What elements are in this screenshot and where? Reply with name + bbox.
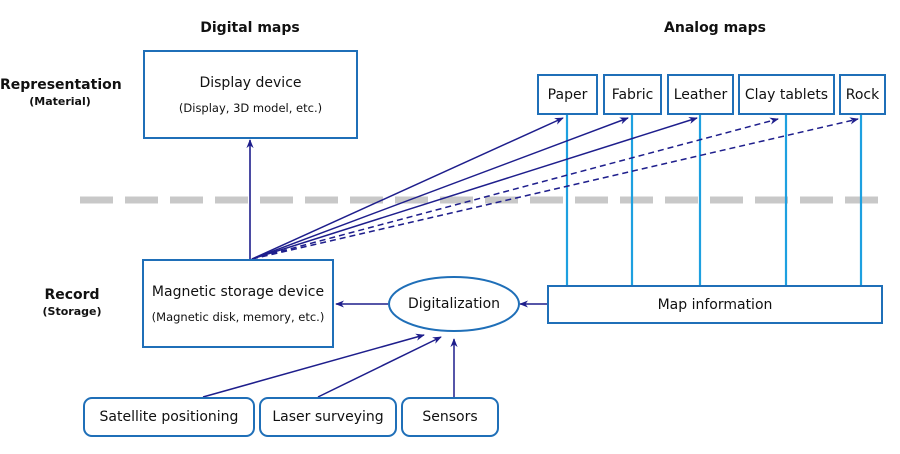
material-fabric-box: Fabric [603, 74, 662, 115]
sensors-box: Sensors [401, 397, 499, 437]
magnetic-storage-box: Magnetic storage device (Magnetic disk, … [142, 259, 334, 348]
representation-row-label: Representation (Material) [0, 77, 122, 108]
magnetic-storage-title: Magnetic storage device [151, 283, 325, 300]
laser-surveying-box: Laser surveying [259, 397, 397, 437]
digital-maps-heading: Digital maps [200, 20, 300, 36]
storage-to-fabric-arrow [251, 117, 629, 260]
analog-maps-heading: Analog maps [664, 20, 766, 36]
material-paper-box: Paper [537, 74, 598, 115]
digitalization-ellipse [388, 276, 520, 332]
material-leather-box: Leather [667, 74, 734, 115]
satellite-positioning-box: Satellite positioning [83, 397, 255, 437]
display-device-box: Display device (Display, 3D model, etc.) [143, 50, 358, 139]
record-row-label: Record (Storage) [12, 287, 132, 318]
storage-label: (Storage) [42, 305, 102, 318]
representation-label: Representation [0, 77, 122, 93]
display-device-subtitle: (Display, 3D model, etc.) [178, 100, 323, 115]
display-device-title: Display device [199, 74, 302, 91]
storage-to-rock-arrow [251, 117, 859, 260]
satellite-to-digitalization-arrow [202, 333, 425, 398]
material-clay-tablets-box: Clay tablets [738, 74, 835, 115]
storage-to-clay-arrow [251, 117, 779, 260]
material-rock-box: Rock [839, 74, 886, 115]
record-label: Record [44, 287, 100, 303]
map-information-box: Map information [547, 285, 883, 324]
storage-to-leather-arrow [251, 117, 698, 260]
magnetic-storage-subtitle: (Magnetic disk, memory, etc.) [151, 309, 325, 324]
digitalization-label: Digitalization [407, 296, 501, 312]
material-label: (Material) [29, 95, 91, 108]
storage-to-paper-arrow [251, 117, 564, 260]
laser-to-digitalization-arrow [317, 336, 442, 398]
